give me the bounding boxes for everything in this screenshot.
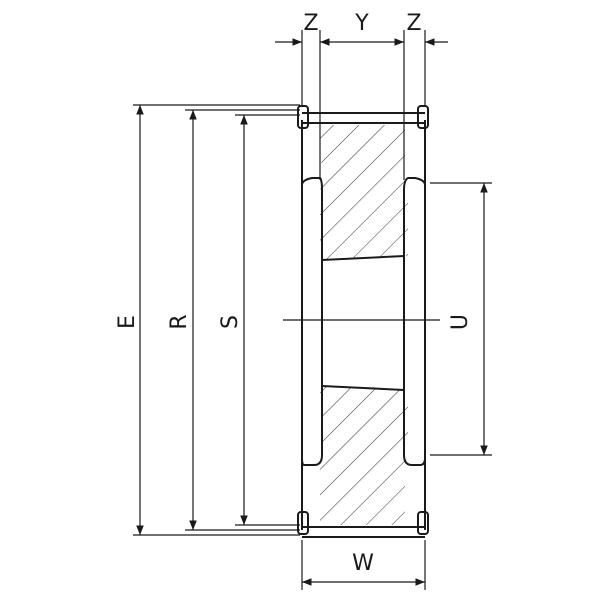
hub-section-top [320, 125, 408, 260]
dimension-U: U [430, 182, 492, 456]
label-U: U [448, 314, 473, 330]
dimension-S: S [218, 114, 300, 526]
bore [321, 255, 405, 391]
dimension-E: E [115, 104, 300, 536]
dimension-W: W [301, 540, 426, 590]
dimension-R: R [167, 109, 300, 531]
hub-section-bottom [320, 386, 408, 525]
dimension-ZYZ: Z Y Z [275, 11, 448, 180]
label-R: R [167, 314, 192, 329]
label-S: S [218, 315, 243, 329]
label-Y: Y [354, 11, 369, 36]
right-recess [403, 177, 426, 466]
left-recess [301, 177, 323, 466]
label-Z-right: Z [406, 11, 421, 36]
label-Z-left: Z [303, 11, 318, 36]
label-E: E [115, 315, 140, 329]
label-W: W [352, 551, 374, 576]
